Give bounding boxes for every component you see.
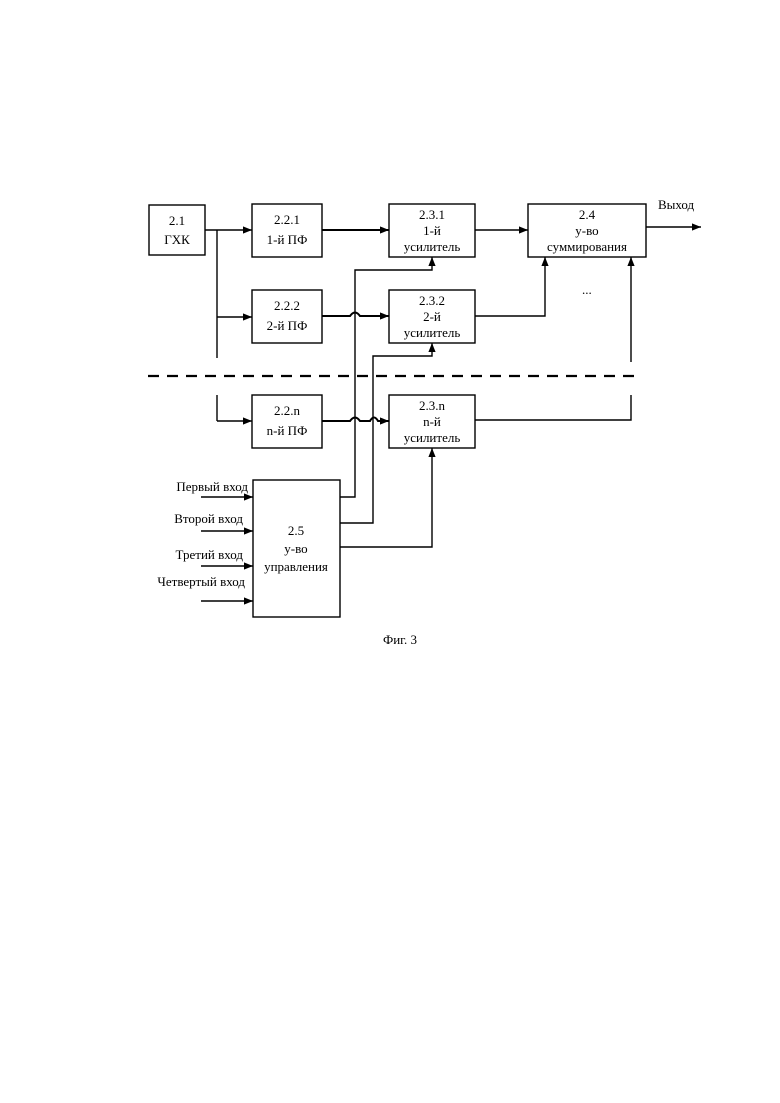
- ellipsis-label: ...: [582, 282, 592, 297]
- block-ampn: 2.3.n n-й усилитель: [389, 395, 475, 448]
- block-pf1-id: 2.2.1: [274, 212, 300, 227]
- block-amp1-number: 1-й: [423, 223, 441, 238]
- block-ampn-title: усилитель: [404, 430, 461, 445]
- block-pf2-id: 2.2.2: [274, 298, 300, 313]
- block-pfn: 2.2.n n-й ПФ: [252, 395, 322, 448]
- block-ctrl-id: 2.5: [288, 523, 304, 538]
- block-pf2-title: 2-й ПФ: [267, 318, 308, 333]
- wire-ampn-sum-lower: [475, 395, 631, 420]
- block-sum-title: суммирования: [547, 239, 627, 254]
- block-sum: 2.4 у-во суммирования: [528, 204, 646, 257]
- block-amp1-id: 2.3.1: [419, 207, 445, 222]
- block-ampn-id: 2.3.n: [419, 398, 446, 413]
- input-label-4: Четвертый вход: [157, 574, 245, 589]
- block-ctrl-type: у-во: [284, 541, 307, 556]
- block-pf2: 2.2.2 2-й ПФ: [252, 290, 322, 343]
- block-sum-id: 2.4: [579, 207, 596, 222]
- block-amp2-title: усилитель: [404, 325, 461, 340]
- block-amp2-id: 2.3.2: [419, 293, 445, 308]
- block-amp1-title: усилитель: [404, 239, 461, 254]
- input-label-1: Первый вход: [176, 479, 248, 494]
- input-label-3: Третий вход: [176, 547, 244, 562]
- block-gen-title: ГХК: [164, 232, 190, 247]
- block-gen-id: 2.1: [169, 213, 185, 228]
- block-pf1-title: 1-й ПФ: [267, 232, 308, 247]
- figure-caption: Фиг. 3: [383, 632, 417, 647]
- block-amp2-number: 2-й: [423, 309, 441, 324]
- block-gen: 2.1 ГХК: [149, 205, 205, 255]
- block-pfn-title: n-й ПФ: [267, 423, 308, 438]
- input-label-2: Второй вход: [174, 511, 243, 526]
- block-ampn-number: n-й: [423, 414, 441, 429]
- block-sum-type: у-во: [575, 223, 598, 238]
- block-ctrl: 2.5 у-во управления: [253, 480, 340, 617]
- block-amp2: 2.3.2 2-й усилитель: [389, 290, 475, 343]
- wire-amp2-sum: [475, 257, 545, 316]
- block-pf1: 2.2.1 1-й ПФ: [252, 204, 322, 257]
- output-label: Выход: [658, 197, 695, 212]
- block-pfn-id: 2.2.n: [274, 403, 301, 418]
- block-amp1: 2.3.1 1-й усилитель: [389, 204, 475, 257]
- block-ctrl-title: управления: [264, 559, 328, 574]
